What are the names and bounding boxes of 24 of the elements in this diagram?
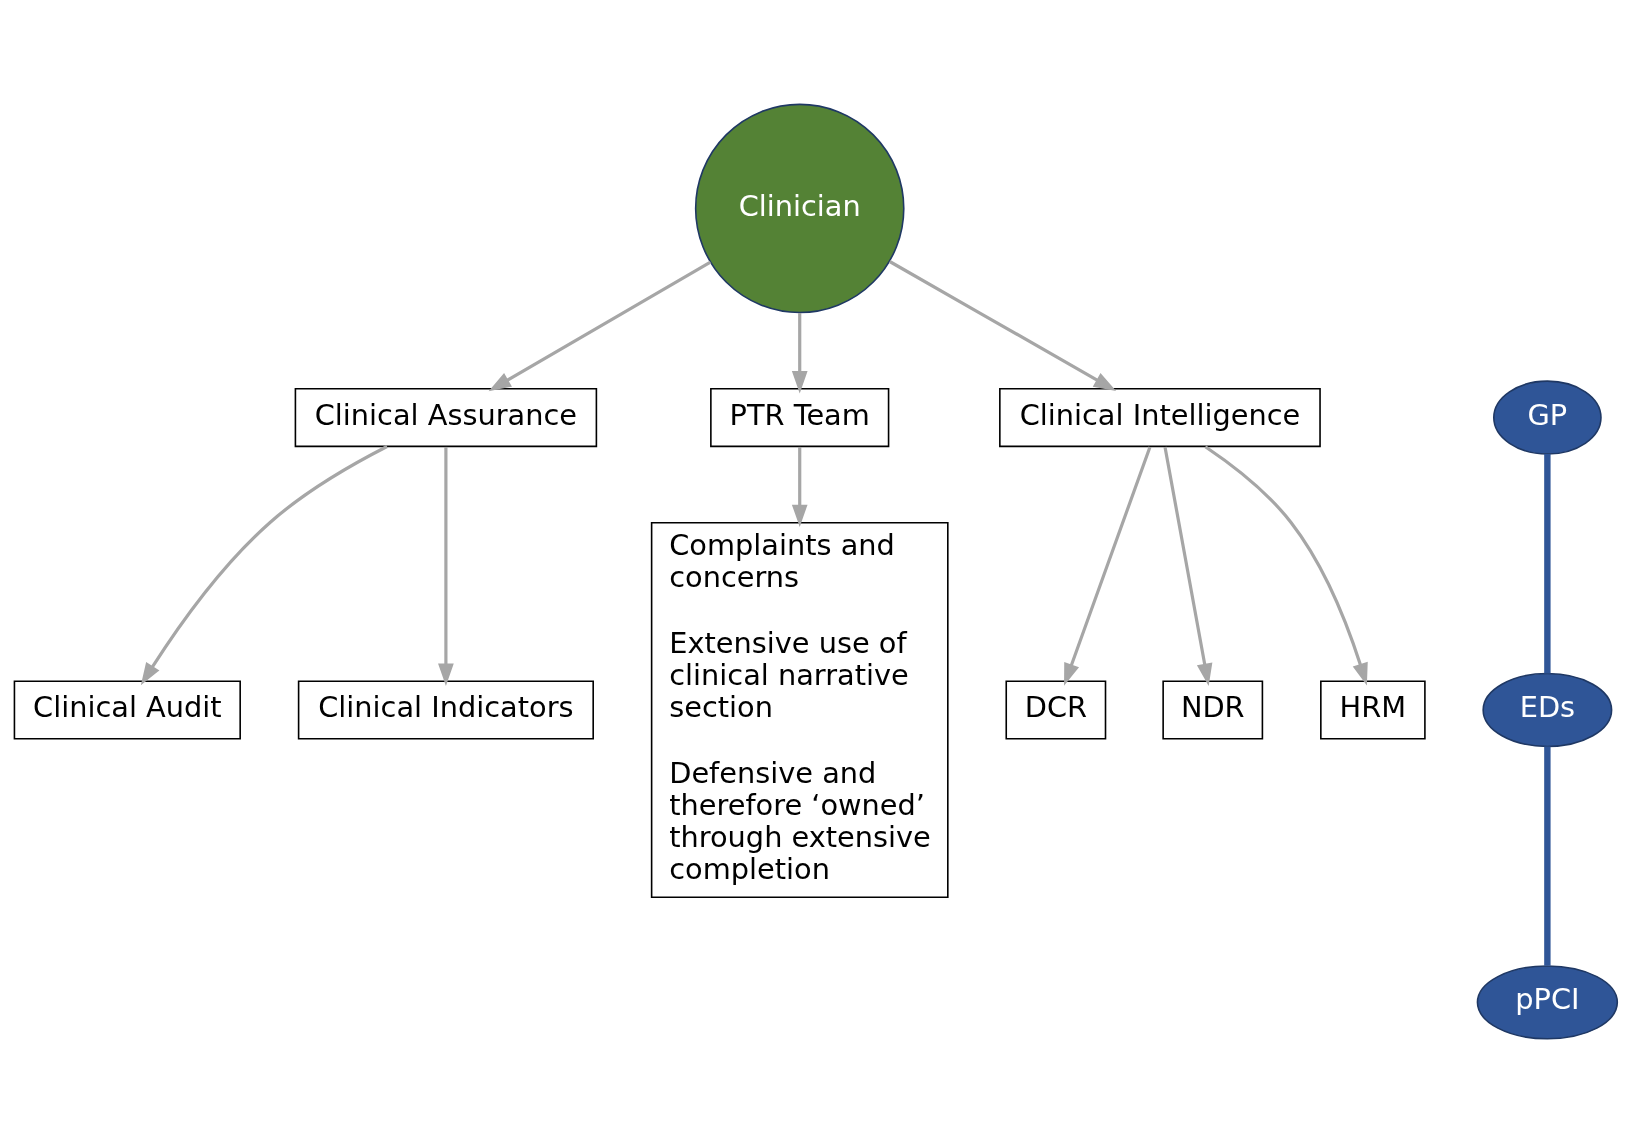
node-circle: Clinician (694, 103, 905, 313)
node-box: HRM (1320, 679, 1426, 740)
node-box: Clinical Indicators (297, 679, 594, 740)
arrow (791, 312, 808, 393)
arrow (140, 444, 388, 685)
node-box: Clinical Audit (13, 679, 241, 740)
arrow (1163, 446, 1213, 686)
arrow (1204, 444, 1368, 686)
arrow (888, 259, 1117, 391)
arrow (791, 446, 808, 527)
node-box: PTR Team (710, 387, 890, 447)
node-ellipse: EDs (1482, 672, 1613, 747)
node-ellipse: pPCI (1476, 964, 1619, 1040)
node-ellipse: GP (1493, 379, 1602, 455)
arrow (1064, 445, 1152, 686)
arrow (438, 446, 454, 686)
node-box: Complaints and concerns Extensive use of clinical narrative section Defensive and therefore ‘owned’ through extensive completion (650, 521, 949, 898)
connector (1544, 745, 1551, 966)
node-box: DCR (1005, 679, 1107, 740)
arrow (488, 260, 712, 391)
node-box: NDR (1162, 679, 1264, 740)
connector (1544, 453, 1551, 673)
node-box: Clinical Intelligence (999, 387, 1321, 447)
node-box: Clinical Assurance (294, 387, 598, 447)
